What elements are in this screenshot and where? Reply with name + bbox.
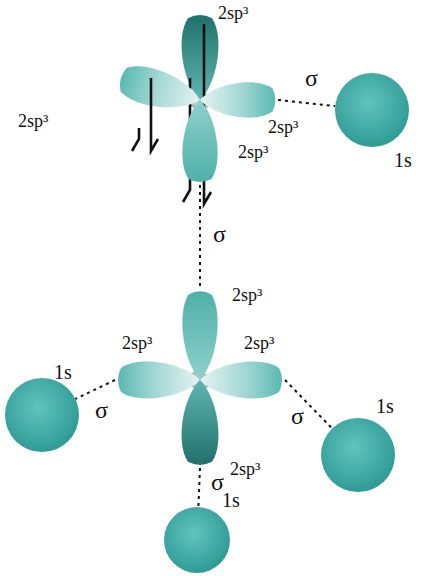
sphere-outline <box>164 507 230 573</box>
bond-label: σ <box>210 470 225 494</box>
electron-pair <box>132 78 158 151</box>
sphere-outline <box>5 378 79 452</box>
sphere-outline <box>321 418 395 492</box>
bond-label: σ <box>212 222 227 246</box>
sigma-bond-line <box>199 185 201 288</box>
sigma-bond-line <box>285 380 332 428</box>
orbital-label: 2sp³ <box>244 334 274 352</box>
sphere-body <box>5 378 79 452</box>
orbital-label: 2sp³ <box>232 286 262 304</box>
orbital-label: 1s <box>376 396 394 416</box>
s-orbital-sphere: 1s <box>164 507 230 573</box>
orbital-label: 1s <box>54 362 72 382</box>
lobe-body <box>116 61 205 118</box>
sphere-body <box>335 73 409 147</box>
hybrid-orbital-lobe: 2sp³ <box>112 292 288 468</box>
sigma-bond-line <box>198 468 200 507</box>
orbital-label: 2sp³ <box>122 334 152 352</box>
orbital-label: 1s <box>394 150 412 170</box>
lobe-body <box>200 362 282 399</box>
lobe-body <box>118 362 200 399</box>
lobe-body <box>182 100 217 182</box>
lobe-body <box>200 82 275 117</box>
bond-label: σ <box>290 404 305 428</box>
s-orbital-sphere: 1s <box>335 73 409 147</box>
orbital-label: 2sp³ <box>268 118 298 136</box>
electron-arrow <box>132 128 139 151</box>
sphere-body <box>164 507 230 573</box>
orbital-label: 2sp³ <box>18 112 48 130</box>
orbital-label: 2sp³ <box>218 4 248 22</box>
sigma-bond-line <box>75 380 115 399</box>
bond-label: σ <box>94 398 109 422</box>
sphere-body <box>321 418 395 492</box>
electron-arrow <box>151 78 158 151</box>
sphere-outline <box>335 73 409 147</box>
orbital-label: 2sp³ <box>238 143 268 161</box>
s-orbital-sphere: 1s <box>5 378 79 452</box>
sigma-bond-line <box>278 100 335 106</box>
lobe-body <box>182 380 219 465</box>
hybrid-orbital-lobe: 2sp³ <box>115 15 285 185</box>
lobe-body <box>182 291 217 380</box>
s-orbital-sphere: 1s <box>321 418 395 492</box>
bond-label: σ <box>304 66 319 90</box>
orbital-label: 2sp³ <box>230 460 260 478</box>
lobe-outline <box>112 292 288 468</box>
